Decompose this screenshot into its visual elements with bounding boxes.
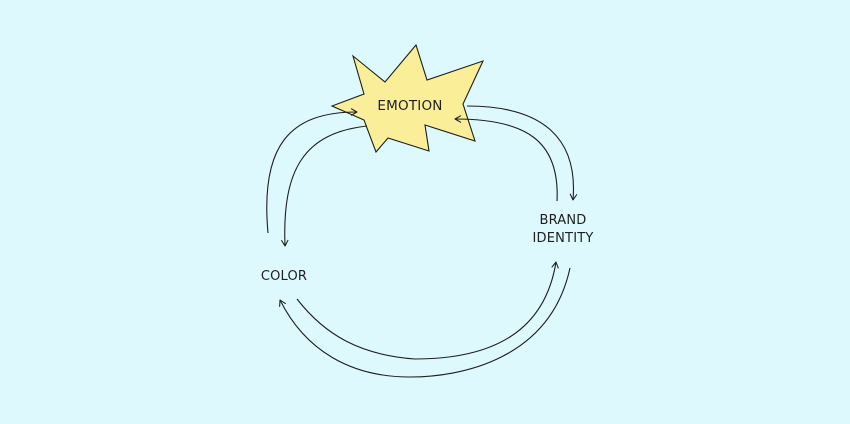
edge-emotion-to-brand-identity [466, 105, 578, 201]
node-brand-identity-label: BRAND IDENTITY [513, 212, 613, 248]
edge-emotion-to-color [281, 125, 368, 247]
node-color-label: COLOR [260, 269, 308, 284]
node-brand-identity-line2: IDENTITY [532, 231, 594, 246]
node-emotion-label: EMOTION [377, 98, 443, 114]
edge-color-to-brand-identity [296, 261, 559, 360]
node-brand-identity-line1: BRAND [539, 213, 587, 228]
edge-color-to-emotion [266, 108, 358, 234]
edge-brand-identity-to-color [279, 267, 571, 378]
emotion-starburst [330, 43, 485, 154]
edge-brand-identity-to-emotion [454, 115, 558, 202]
